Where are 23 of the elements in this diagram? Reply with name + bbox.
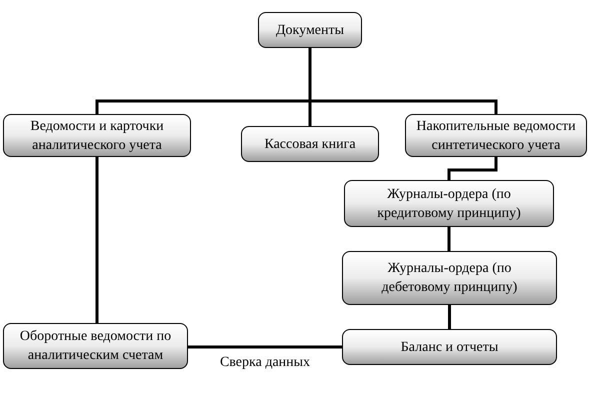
connector-line (188, 346, 342, 348)
process-box (3, 323, 188, 369)
box-label: Кассовая книга (264, 136, 356, 154)
box-label: Баланс и отчеты (400, 338, 498, 356)
connector-line (448, 227, 450, 251)
process-box (405, 114, 587, 157)
process-box (344, 180, 554, 227)
process-box (3, 114, 191, 157)
connector-line (448, 157, 498, 180)
connector-line (96, 157, 98, 323)
process-box (241, 126, 379, 162)
box-label: Накопительные ведомости синтетического учета (415, 118, 577, 154)
process-box (258, 12, 362, 48)
box-label: Оборотные ведомости по аналитическим счетам (18, 328, 172, 365)
connector-line (448, 305, 451, 329)
process-box (342, 329, 557, 365)
box-label: Журналы-ордера (по дебетовому принципу) (380, 260, 518, 297)
box-label: Ведомости и карточки аналитического учета (29, 118, 165, 154)
box-label: Документы (276, 22, 344, 40)
box-label: Журналы-ордера (по кредитовому принципу) (376, 186, 522, 222)
process-box (342, 251, 557, 305)
connector-line (308, 48, 498, 114)
edge-label: Сверка данных (218, 354, 312, 371)
